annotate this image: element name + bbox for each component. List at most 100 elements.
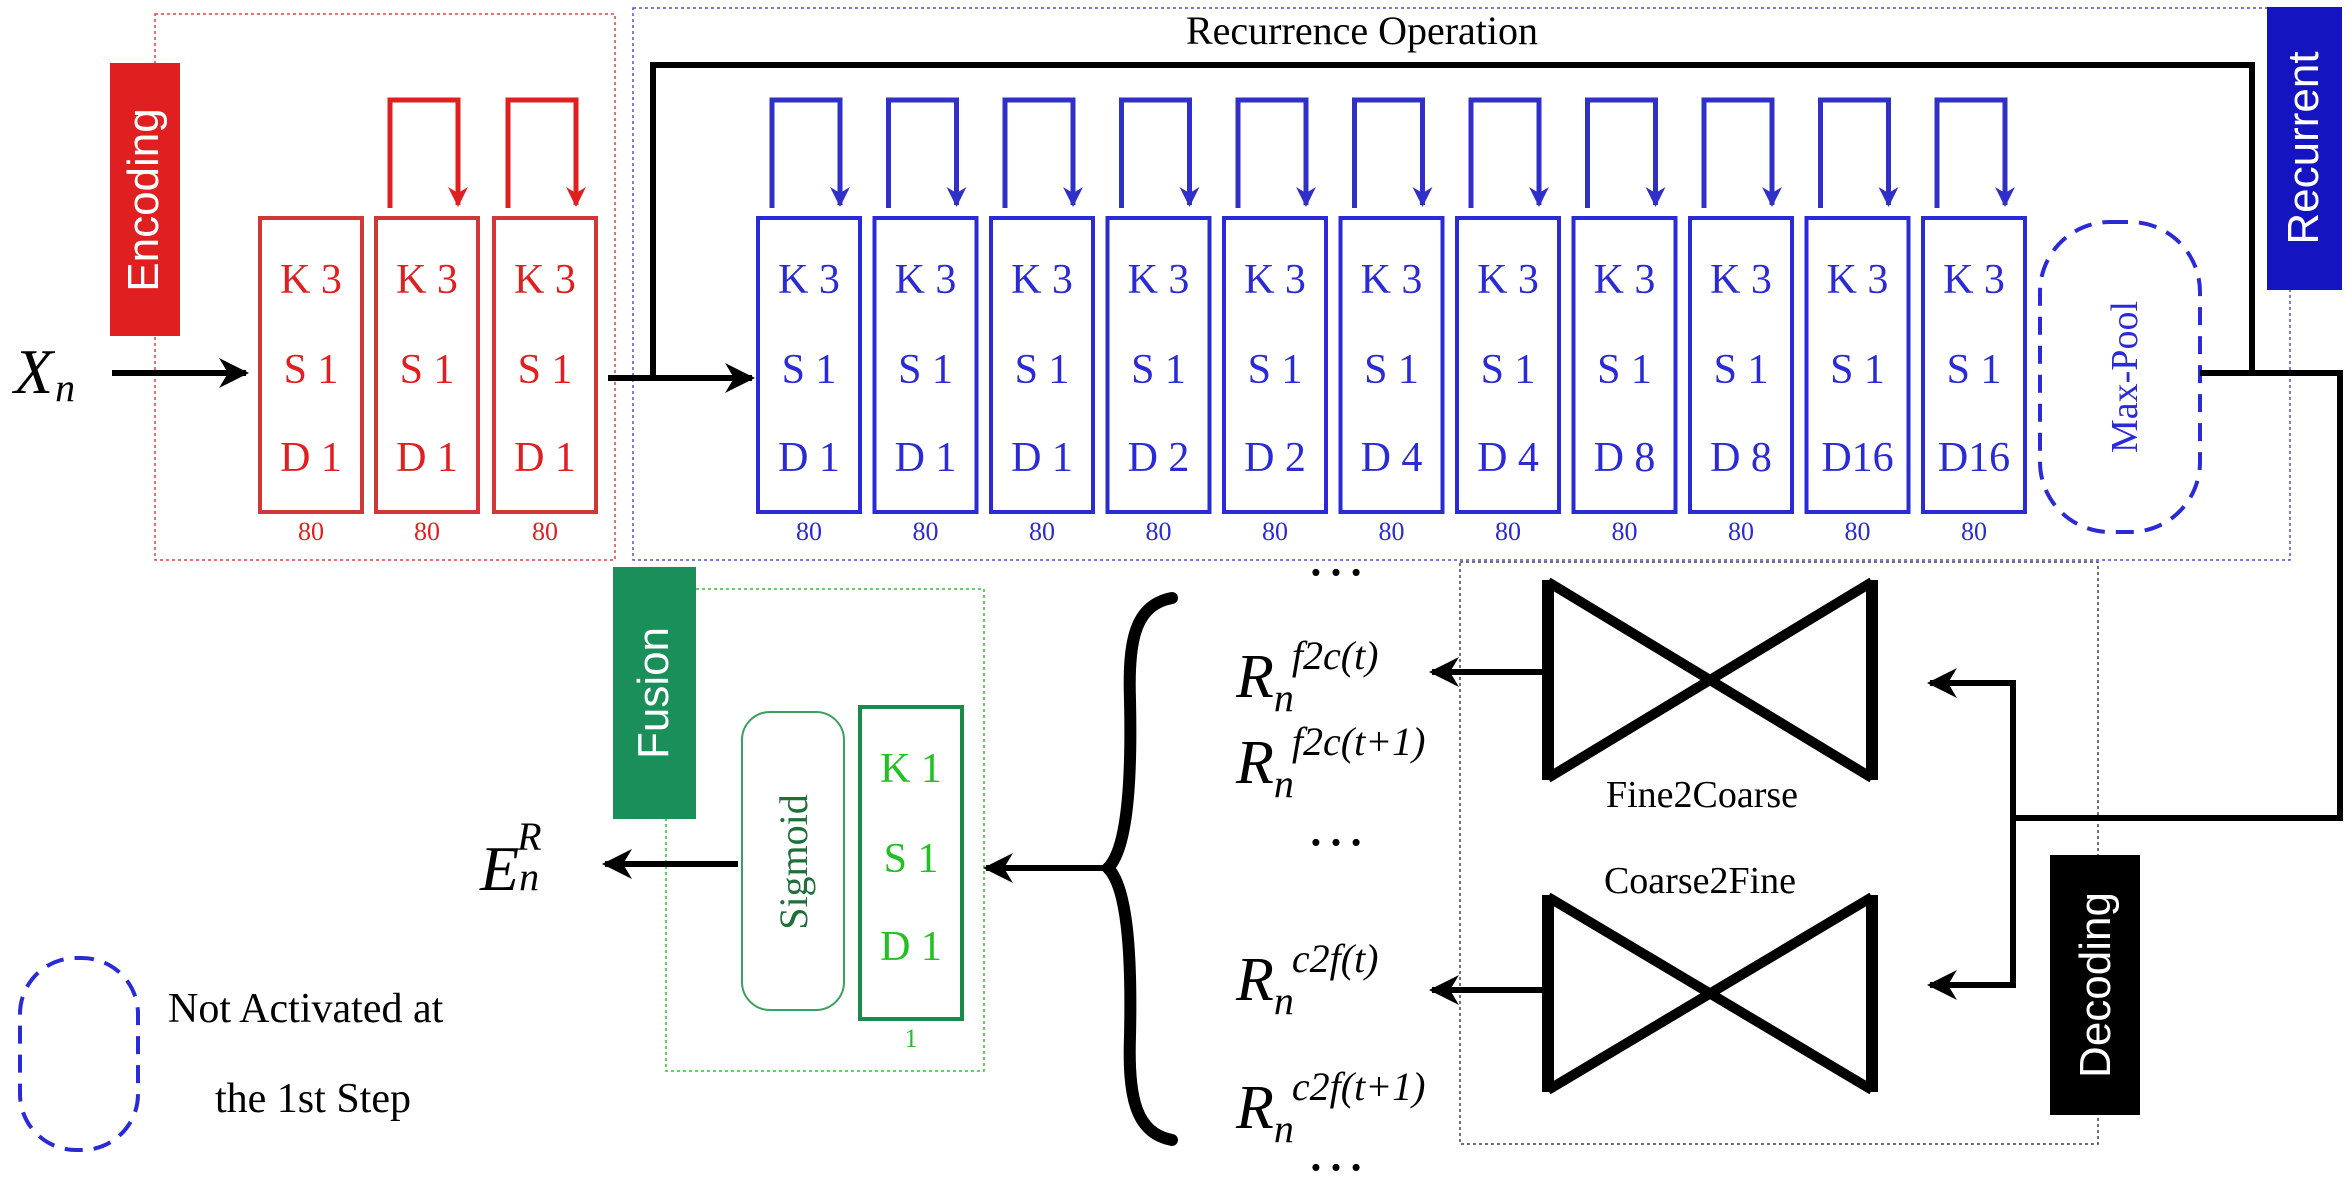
recurrent-loop-arrow-6 [1352, 97, 1433, 208]
block-k-label: K 3 [1477, 257, 1539, 303]
block-k-label: K 3 [396, 257, 458, 303]
sigmoid-block: Sigmoid [741, 711, 845, 1011]
fine2coarse-decoder: Fine2Coarse [1542, 577, 1878, 816]
input-label: Xn [11, 336, 75, 410]
fusion-region [665, 588, 985, 1072]
fusion-block: K 1S 1D 11 [858, 705, 964, 1053]
output-brace [1099, 592, 1178, 1146]
encoding-block-1: K 3 S 1 D 1 80 [258, 216, 364, 546]
sigmoid-label: Sigmoid [771, 794, 816, 930]
block-k-label: K 3 [1361, 257, 1423, 303]
recurrent-loop-arrow-8 [1585, 97, 1666, 208]
recurrent-loop-arrow-7 [1468, 97, 1549, 208]
output-r-f2c-t: Rnf2c(t) [1235, 633, 1379, 720]
encoding-block-3: K 3S 1D 180 [492, 216, 598, 546]
coarse2fine-label: Coarse2Fine [1604, 860, 1796, 902]
block-s-label: S 1 [1248, 347, 1303, 393]
legend-dashed-symbol [18, 956, 140, 1152]
block-k-label: K 1 [880, 746, 942, 792]
recurrent-block-6: K 3S 1D 480 [1338, 216, 1445, 546]
output-e-label: EnR [479, 814, 542, 904]
block-k-label: K 3 [1244, 257, 1306, 303]
fusion-tag: Fusion [613, 567, 696, 819]
block-d-label: D 1 [280, 435, 342, 481]
decoding-branch-bottom [1927, 818, 2016, 1000]
block-d-label: D 4 [1477, 435, 1539, 481]
legend-line2: the 1st Step [215, 1076, 411, 1122]
block-channels-label: 80 [1728, 517, 1754, 546]
block-k-label: K 3 [1011, 257, 1073, 303]
block-k-label: K 3 [778, 257, 840, 303]
block-channels-label: 80 [1379, 517, 1405, 546]
block-d-label: D16 [1938, 435, 2010, 481]
recurrent-block-4: K 3 S 1 D 2 80 [1105, 216, 1212, 546]
block-d-label: D 1 [514, 435, 576, 481]
block-d-label: D 1 [1011, 435, 1073, 481]
recurrent-loop-arrow-10 [1818, 97, 1899, 208]
recurrent-blocks: K 3 S 1 D 1 80 K 3 S 1 D 1 80 K 3 S 1 D 1 80 K 3 S 1 D… [756, 97, 2027, 546]
block-channels-label: 80 [913, 517, 939, 546]
encoding-loop-arrow-1 [387, 97, 468, 208]
block-channels-label: 80 [796, 517, 822, 546]
block-channels-label: 80 [298, 517, 324, 546]
encoding-loop-arrow-2 [505, 97, 586, 208]
recurrent-tag: Recurrent [2267, 7, 2342, 290]
decoding-tag: Decoding [2050, 855, 2140, 1115]
encoding-block-2: K 3S 1D 180 [374, 216, 480, 546]
svg-text:Rnc2f(t+1): Rnc2f(t+1) [1235, 1064, 1426, 1151]
block-d-label: D 2 [1244, 435, 1306, 481]
legend-line1: Not Activated at [168, 986, 444, 1032]
encoding-region [154, 13, 616, 561]
block-channels-label: 80 [1029, 517, 1055, 546]
block-d-label: D 8 [1594, 435, 1656, 481]
block-k-label: K 3 [1710, 257, 1772, 303]
block-k-label: K 3 [1128, 257, 1190, 303]
block-s-label: S 1 [1131, 347, 1186, 393]
block-d-label: D16 [1821, 435, 1893, 481]
block-k-label: K 3 [280, 257, 342, 303]
block-s-label: S 1 [1364, 347, 1419, 393]
encoding-tag: Encoding [110, 63, 180, 336]
decoding-branch-top [1927, 668, 2016, 818]
svg-text:Rnf2c(t+1): Rnf2c(t+1) [1235, 719, 1426, 806]
svg-text:EnR: EnR [479, 814, 542, 904]
block-k-label: K 3 [1827, 257, 1889, 303]
svg-text:Xn: Xn [11, 336, 75, 410]
block-channels-label: 80 [1961, 517, 1987, 546]
block-channels-label: 80 [1146, 517, 1172, 546]
block-k-label: K 3 [895, 257, 957, 303]
block-d-label: D 1 [778, 435, 840, 481]
block-s-label: S 1 [1830, 347, 1885, 393]
recurrent-tag-label: Recurrent [2279, 51, 2328, 244]
recurrent-loop-arrow-4 [1119, 97, 1200, 208]
block-d-label: D 1 [396, 435, 458, 481]
block-channels-label: 1 [905, 1024, 918, 1053]
recurrent-block-5: K 3S 1D 280 [1222, 216, 1328, 546]
block-d-label: D 2 [1128, 435, 1190, 481]
block-s-label: S 1 [1597, 347, 1652, 393]
block-s-label: S 1 [400, 347, 455, 393]
decoding-region [1459, 561, 2099, 1145]
recurrent-loop-arrow-1 [769, 97, 850, 208]
recurrent-block-2: K 3S 1D 180 [872, 216, 979, 546]
block-k-label: K 3 [1594, 257, 1656, 303]
encoding-tag-label: Encoding [119, 108, 168, 291]
recurrent-block-8: K 3 S 1 D 8 80 [1571, 216, 1678, 546]
block-channels-label: 80 [1612, 517, 1638, 546]
block-s-label: S 1 [1481, 347, 1536, 393]
decoding-tag-label: Decoding [2071, 892, 2120, 1078]
block-s-label: S 1 [284, 347, 339, 393]
block-d-label: D 1 [895, 435, 957, 481]
block-s-label: S 1 [518, 347, 573, 393]
recurrent-loop-arrow-5 [1235, 97, 1316, 208]
ellipsis-middle: … [1306, 792, 1366, 858]
recurrent-loop-arrow-3 [1002, 97, 1083, 208]
ellipsis-bottom: … [1306, 1117, 1366, 1181]
recurrent-block-1: K 3 S 1 D 1 80 [756, 216, 862, 546]
fusion-tag-label: Fusion [629, 627, 678, 759]
block-s-label: S 1 [782, 347, 837, 393]
block-channels-label: 80 [1495, 517, 1521, 546]
